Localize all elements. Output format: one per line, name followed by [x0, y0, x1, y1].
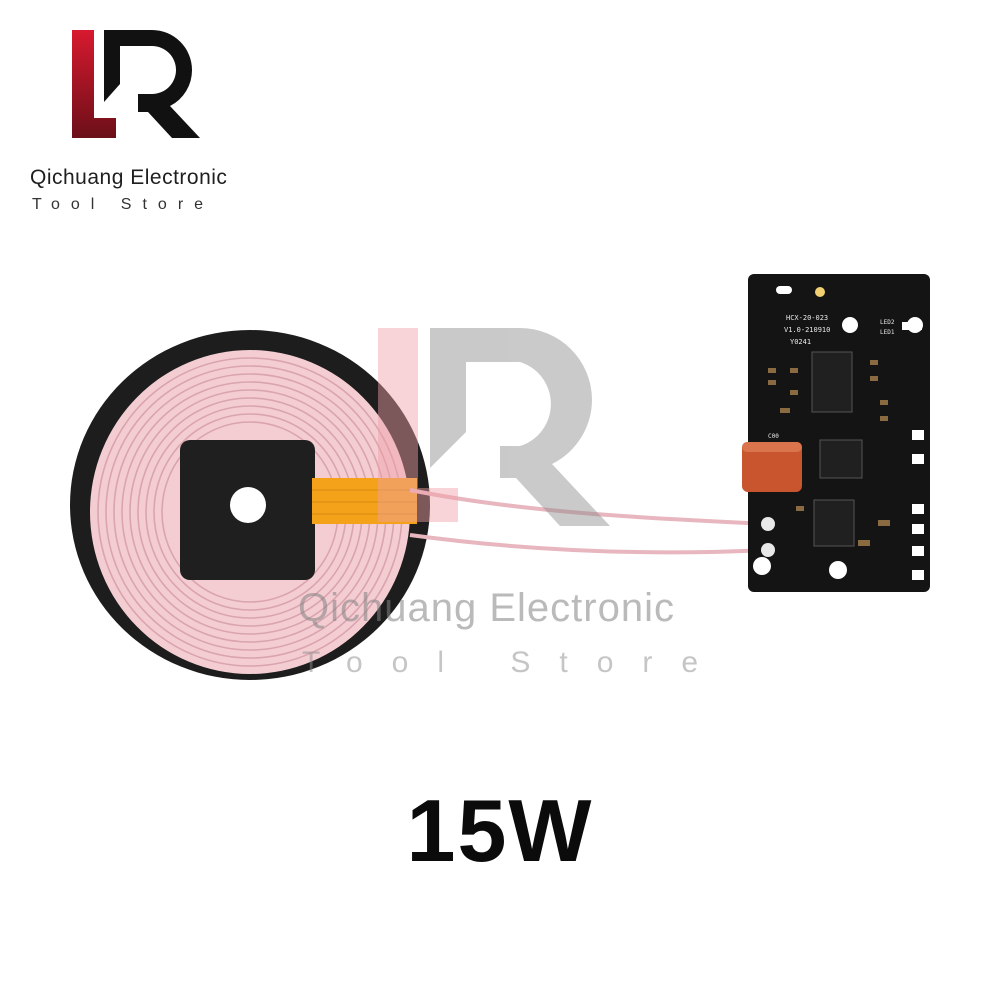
- controller-pcb: HCX-20-023 V1.0-210910 Y0241 LED2 LED1 C…: [748, 274, 930, 592]
- pcb-led1-label: LED1: [880, 329, 895, 336]
- watermark-brand-subtitle: Tool Store: [302, 646, 728, 679]
- pcb-model-label: HCX-20-023: [786, 314, 828, 322]
- brand-name: Qichuang Electronic: [30, 166, 228, 189]
- power-rating-label: 15W: [406, 781, 594, 880]
- pcb-version-label: V1.0-210910: [784, 326, 830, 334]
- capacitor: [742, 442, 802, 492]
- product-photo: HCX-20-023 V1.0-210910 Y0241 LED2 LED1 C…: [70, 274, 930, 680]
- brand-logo-icon: [72, 30, 200, 138]
- pcb-led2-label: LED2: [880, 319, 895, 326]
- brand-subtitle: Tool Store: [32, 196, 215, 213]
- watermark-logo-icon: [378, 328, 610, 526]
- pcb-code-label: Y0241: [790, 338, 811, 346]
- wireless-charging-coil: [70, 330, 430, 680]
- pcb-c00-label: C00: [768, 433, 779, 440]
- watermark-brand-name: Qichuang Electronic: [298, 586, 675, 630]
